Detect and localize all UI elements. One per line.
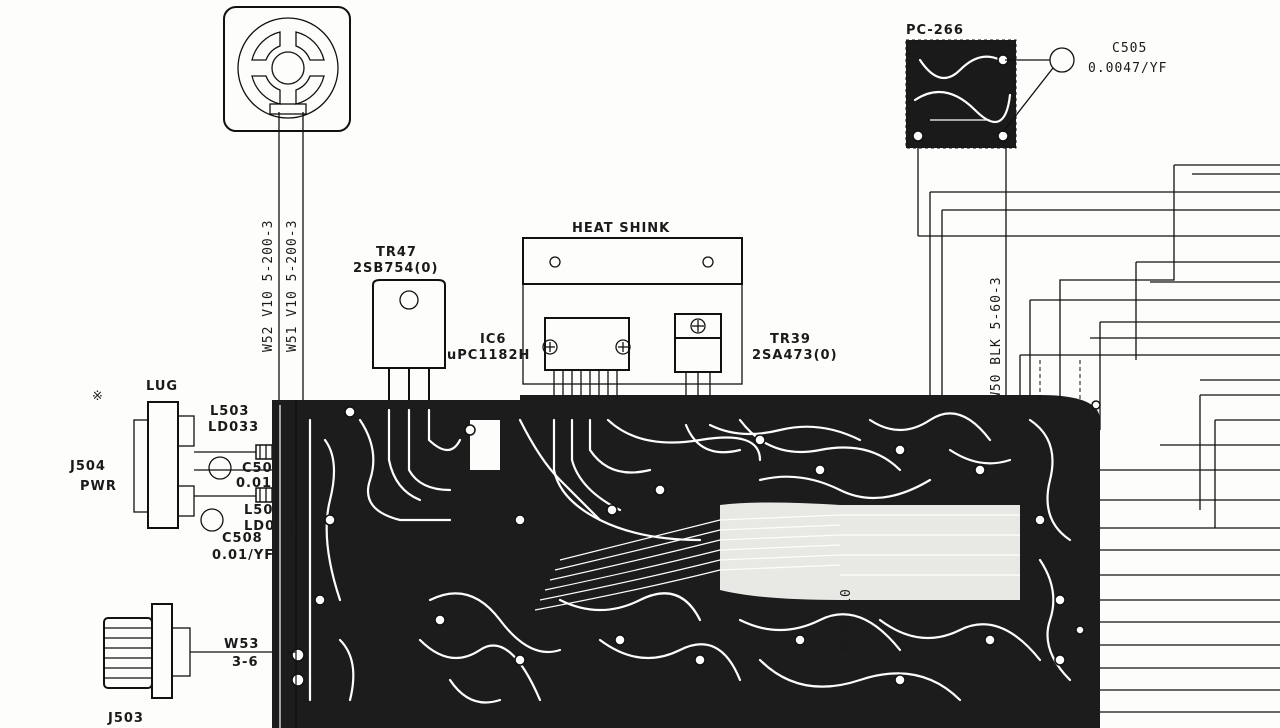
w53-value: 3-6 <box>232 655 259 670</box>
pc266-board <box>905 39 1017 149</box>
c508-capacitor <box>200 508 224 532</box>
right-harness <box>1019 164 1280 713</box>
asterisk-mark: ※ <box>92 389 104 404</box>
l503-part: LD033 <box>208 420 259 435</box>
lug-label: LUG <box>146 379 178 394</box>
pc266-label: PC-266 <box>906 23 964 38</box>
board-left-edge <box>272 400 297 728</box>
c505-name: C505 <box>1112 41 1147 56</box>
heat-sink <box>522 237 743 385</box>
c507-name: C507 <box>242 461 283 476</box>
c508-value: 0.01/YF <box>212 548 274 563</box>
j503-jack <box>103 603 296 699</box>
speaker <box>223 6 351 132</box>
heat-sink-label: HEAT SHINK <box>572 221 670 236</box>
pc266-wires <box>917 148 1280 500</box>
pcb-board <box>288 360 1101 728</box>
l503-name: L503 <box>210 404 249 419</box>
tr39-name: TR39 <box>770 332 811 347</box>
c507-value: 0.01/ <box>236 476 278 491</box>
c505-capacitor <box>1002 47 1075 133</box>
c507-capacitor <box>208 456 232 480</box>
tr47-name: TR47 <box>376 245 417 260</box>
tr47-part: 2SB754(0) <box>353 261 438 276</box>
w53-name: W53 <box>224 637 259 652</box>
tr47-transistor <box>372 279 446 410</box>
w100-label: W100-10 <box>839 588 854 650</box>
w51-label: W51 V10 5-200-3 <box>285 220 300 352</box>
ic6-part: uPC1182H <box>447 348 530 363</box>
j504-name: J504 <box>69 459 106 474</box>
c505-value: 0.0047/YF <box>1088 61 1167 76</box>
j504-sub: PWR <box>80 479 117 494</box>
ic6-name: IC6 <box>480 332 506 347</box>
j503-label: J503 <box>107 711 144 726</box>
w50-label: W50 BLK 5-60-3 <box>989 276 1004 400</box>
w52-label: W52 V10 5-200-3 <box>261 220 276 352</box>
c508-name: C508 <box>222 531 263 546</box>
speaker-wires <box>278 112 304 400</box>
tr39-part: 2SA473(0) <box>752 348 838 363</box>
j504-connector <box>133 401 280 529</box>
